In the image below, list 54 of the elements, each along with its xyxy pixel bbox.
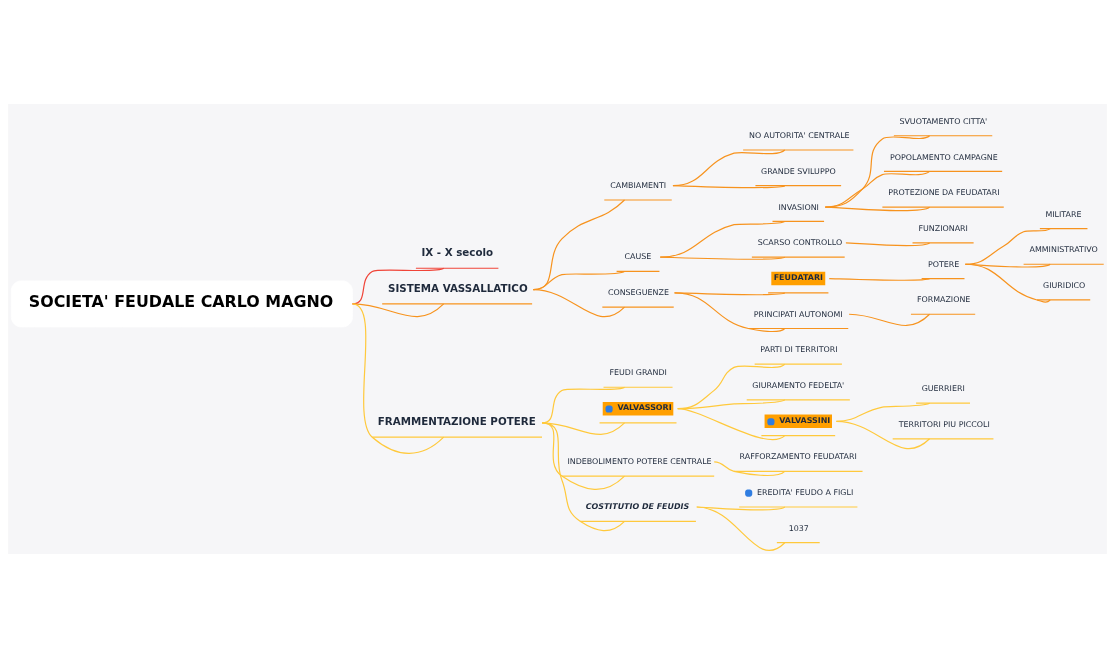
connector	[351, 303, 445, 454]
connector	[964, 227, 1051, 265]
node-text: 1037	[788, 523, 809, 533]
connector	[659, 256, 786, 260]
connector	[672, 185, 786, 189]
node-text: FEUDI GRANDI	[609, 368, 667, 378]
node-text: GRANDE SVILUPPO	[760, 166, 836, 176]
node-text: SVUOTAMENTO CITTA'	[899, 116, 988, 126]
node-text: CAUSE	[624, 252, 652, 262]
connector	[659, 220, 786, 258]
connector	[824, 135, 931, 208]
node-text: PROTEZIONE DA FEUDATARI	[888, 188, 1000, 198]
node-text: FRAMMENTAZIONE POTERE	[377, 414, 536, 427]
connector	[845, 242, 931, 247]
connector	[824, 170, 931, 208]
node-text: AMMINISTRATIVO	[1029, 245, 1098, 255]
connector	[696, 506, 786, 511]
connector	[848, 313, 931, 327]
connector	[541, 422, 626, 436]
node-text: IX - X secolo	[421, 245, 494, 258]
node-text: PARTI DI TERRITORI	[760, 345, 838, 355]
node-text: POPOLAMENTO CAMPAGNE	[889, 152, 998, 162]
node-text: CAMBIAMENTI	[610, 181, 667, 191]
node-box: SOCIETA' FEUDALE CARLO MAGNO	[10, 280, 353, 328]
node-text: INVASIONI	[778, 202, 819, 212]
node-text: FUNZIONARI	[918, 223, 968, 233]
node-text: SCARSO CONTROLLO	[757, 238, 843, 248]
node-text: INDEBOLIMENTO POTERE CENTRALE	[567, 457, 712, 467]
node-text: COSTITUTIO DE FEUDIS	[585, 501, 690, 511]
node-text: PRINCIPATI AUTONOMI	[753, 309, 843, 319]
node-text: CONSEGUENZE	[607, 288, 669, 298]
connector	[713, 461, 786, 477]
connector	[541, 422, 626, 532]
connector	[696, 506, 786, 552]
connector	[673, 292, 786, 333]
connector	[835, 420, 931, 450]
connector	[351, 303, 445, 318]
connector	[672, 149, 786, 187]
node-text: SISTEMA VASSALLATICO	[388, 281, 528, 294]
node-text: GUERRIERI	[921, 384, 965, 394]
node-text: POTERE	[927, 259, 960, 269]
connector	[828, 277, 931, 281]
node-text: RAFFORZAMENTO FEUDATARI	[739, 452, 857, 462]
connector	[532, 289, 626, 318]
connector	[677, 408, 786, 441]
connector	[541, 422, 626, 490]
node-text: FORMAZIONE	[916, 295, 971, 305]
connector	[824, 206, 931, 212]
node-text: MILITARE	[1045, 209, 1082, 219]
node-text: NO AUTORITA' CENTRALE	[749, 131, 850, 141]
node-text: GIURIDICO	[1043, 281, 1086, 291]
node-text: TERRITORI PIU PICCOLI	[898, 419, 990, 429]
connector	[964, 263, 1051, 303]
node-text: GIURAMENTO FEDELTA'	[752, 381, 845, 391]
